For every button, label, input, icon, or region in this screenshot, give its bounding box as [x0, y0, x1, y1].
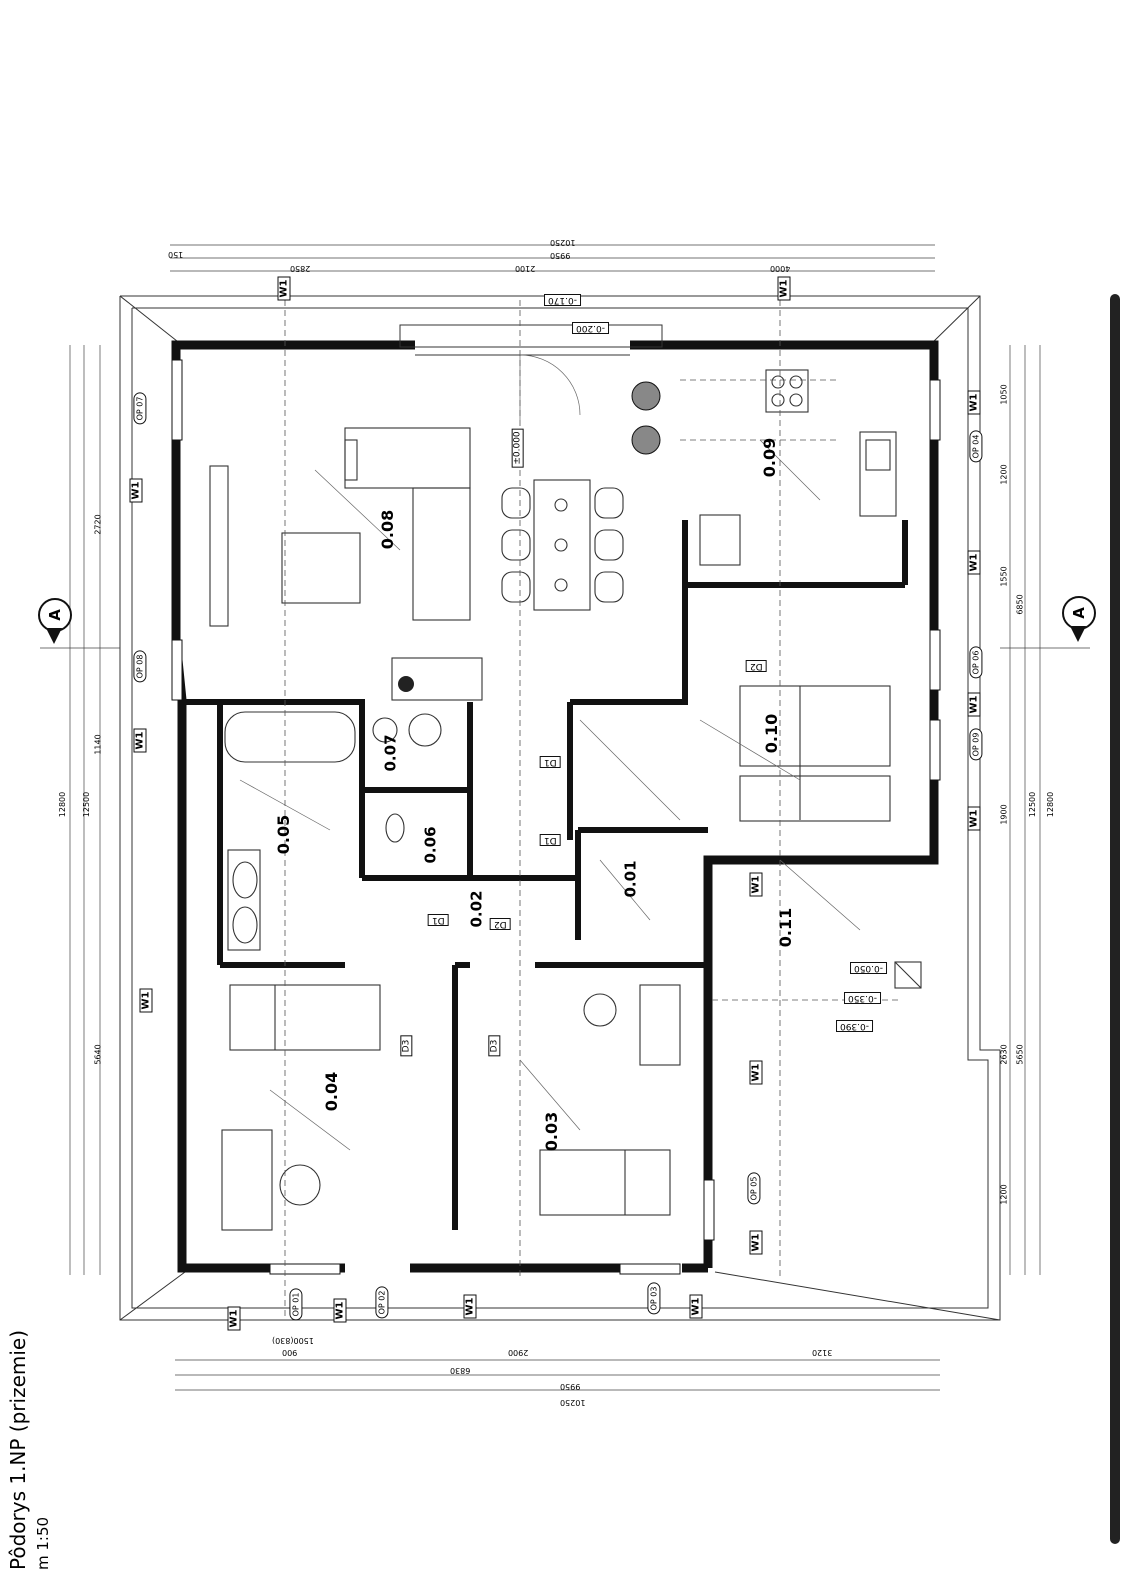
window-tag-w1: W1	[129, 478, 143, 503]
dimension-lines	[40, 244, 1090, 1391]
room-label-009: 0.09	[760, 437, 780, 478]
section-marker-right: A	[1062, 596, 1096, 630]
dim-bottom-segment: 2900	[508, 1348, 529, 1357]
section-marker-label: A	[45, 609, 64, 621]
hall-011-items	[712, 961, 922, 1001]
window-tag-w1: W1	[967, 550, 981, 575]
opening-tag-op07: OP 07	[133, 392, 147, 425]
window-tag-w1: W1	[749, 872, 763, 897]
bedroom-furniture	[221, 984, 681, 1231]
interior-walls	[182, 520, 908, 1230]
dim-right-segment: 1200	[999, 464, 1009, 485]
level-tag: -0.390	[836, 1020, 874, 1032]
room-label-011: 0.11	[776, 907, 796, 948]
terrace-entrance	[399, 324, 663, 420]
dim-bottom-segment: 1500(830)	[272, 1336, 314, 1345]
door-tag-d1: D1	[428, 914, 449, 926]
dim-right-segment: 1900	[999, 804, 1009, 825]
room-label-005: 0.05	[274, 814, 294, 855]
dim-right-segment: 5650	[1015, 1044, 1025, 1065]
door-tag-d2: D2	[490, 918, 511, 930]
room-label-003: 0.03	[542, 1111, 562, 1152]
dim-bottom-overall: 10250	[560, 1398, 586, 1407]
window-tag-w1: W1	[967, 692, 981, 717]
door-tag-d3: D3	[488, 1035, 501, 1057]
dim-overall-width: 10250	[550, 238, 576, 247]
dim-right-inner: 12500	[1028, 791, 1038, 818]
door-tag-d1: D1	[540, 834, 561, 846]
roof-outline	[119, 295, 1001, 1321]
dim-right-overall: 12800	[1046, 791, 1056, 818]
drawing-title: Pôdorys 1.NP (prizemie)	[6, 1329, 30, 1570]
door-tag-d2: D2	[746, 660, 767, 672]
dim-bottom-segment: 3120	[812, 1348, 833, 1357]
dim-right-segment: 6850	[1015, 594, 1025, 615]
dim-right-segment: 1200	[999, 1184, 1009, 1205]
opening-tag-op06: OP 06	[969, 646, 983, 679]
dim-right-segment: 2630	[999, 1044, 1009, 1065]
window-tag-w1: W1	[689, 1294, 703, 1319]
dim-left-segment: 1140	[93, 734, 103, 755]
dim-left-segment: 5640	[93, 1044, 103, 1065]
window-tag-w1: W1	[749, 1230, 763, 1255]
level-tag: ±0.000	[511, 428, 524, 468]
room-010-furniture	[579, 685, 891, 822]
room-label-002: 0.02	[467, 890, 486, 928]
dim-left-segment: 2720	[93, 514, 103, 535]
opening-tag-op05: OP 05	[747, 1172, 761, 1205]
window-tag-w1: W1	[967, 390, 981, 415]
dim-bottom-inner: 9950	[560, 1382, 581, 1391]
dim-top-segment: 2100	[515, 264, 536, 273]
opening-tag-op03: OP 03	[647, 1282, 661, 1315]
window-tag-w1: W1	[749, 1060, 763, 1085]
section-marker-left-pointer	[46, 628, 62, 644]
dim-top-segment: 4000	[770, 264, 791, 273]
level-tag: -0.170	[544, 294, 582, 306]
title-block: Pôdorys 1.NP (prizemie) m 1:50	[6, 1310, 66, 1570]
dim-top-segment: 150	[168, 250, 184, 259]
door-tag-d1: D1	[540, 756, 561, 768]
dim-inner-width: 9950	[550, 251, 571, 260]
kitchen-furniture	[631, 369, 897, 566]
level-tag: -0.200	[572, 322, 610, 334]
section-marker-left: A	[38, 598, 72, 632]
dim-right-segment: 1550	[999, 566, 1009, 587]
section-marker-right-pointer	[1070, 626, 1086, 642]
window-tag-w1: W1	[463, 1294, 477, 1319]
dim-bottom-segment: 900	[282, 1348, 298, 1357]
bathroom-fixtures	[224, 711, 442, 951]
dim-left-inner: 12500	[82, 791, 92, 818]
door-tag-d3: D3	[400, 1035, 413, 1057]
window-tag-w1: W1	[277, 276, 291, 301]
window-tag-w1: W1	[777, 276, 791, 301]
window-tag-w1: W1	[133, 728, 147, 753]
dim-top-segment: 2850	[290, 264, 311, 273]
living-furniture	[209, 427, 624, 701]
room-label-001: 0.01	[621, 860, 640, 898]
vertical-scrollbar[interactable]	[1110, 294, 1120, 1544]
opening-tag-op09: OP 09	[969, 728, 983, 761]
dim-left-overall: 12800	[58, 791, 68, 818]
room-label-008: 0.08	[378, 509, 398, 550]
dim-right-segment: 1050	[999, 384, 1009, 405]
level-tag: -0.350	[844, 992, 882, 1004]
exterior-walls	[171, 340, 941, 1275]
window-tag-w1: W1	[227, 1306, 241, 1331]
opening-tag-op01: OP 01	[289, 1288, 303, 1321]
room-label-007: 0.07	[381, 734, 400, 772]
window-tag-w1: W1	[967, 806, 981, 831]
drawing-scale: m 1:50	[34, 1516, 52, 1570]
window-tag-w1: W1	[139, 988, 153, 1013]
dim-bottom-segment: 6830	[450, 1366, 471, 1375]
room-label-010: 0.10	[762, 713, 782, 754]
opening-tag-op04: OP 04	[969, 430, 983, 463]
section-marker-label: A	[1069, 607, 1088, 619]
opening-tag-op02: OP 02	[375, 1286, 389, 1319]
room-label-004: 0.04	[322, 1071, 342, 1112]
room-label-006: 0.06	[421, 826, 440, 864]
opening-tag-op08: OP 08	[133, 650, 147, 683]
level-tag: -0.050	[850, 962, 888, 974]
window-tag-w1: W1	[333, 1298, 347, 1323]
